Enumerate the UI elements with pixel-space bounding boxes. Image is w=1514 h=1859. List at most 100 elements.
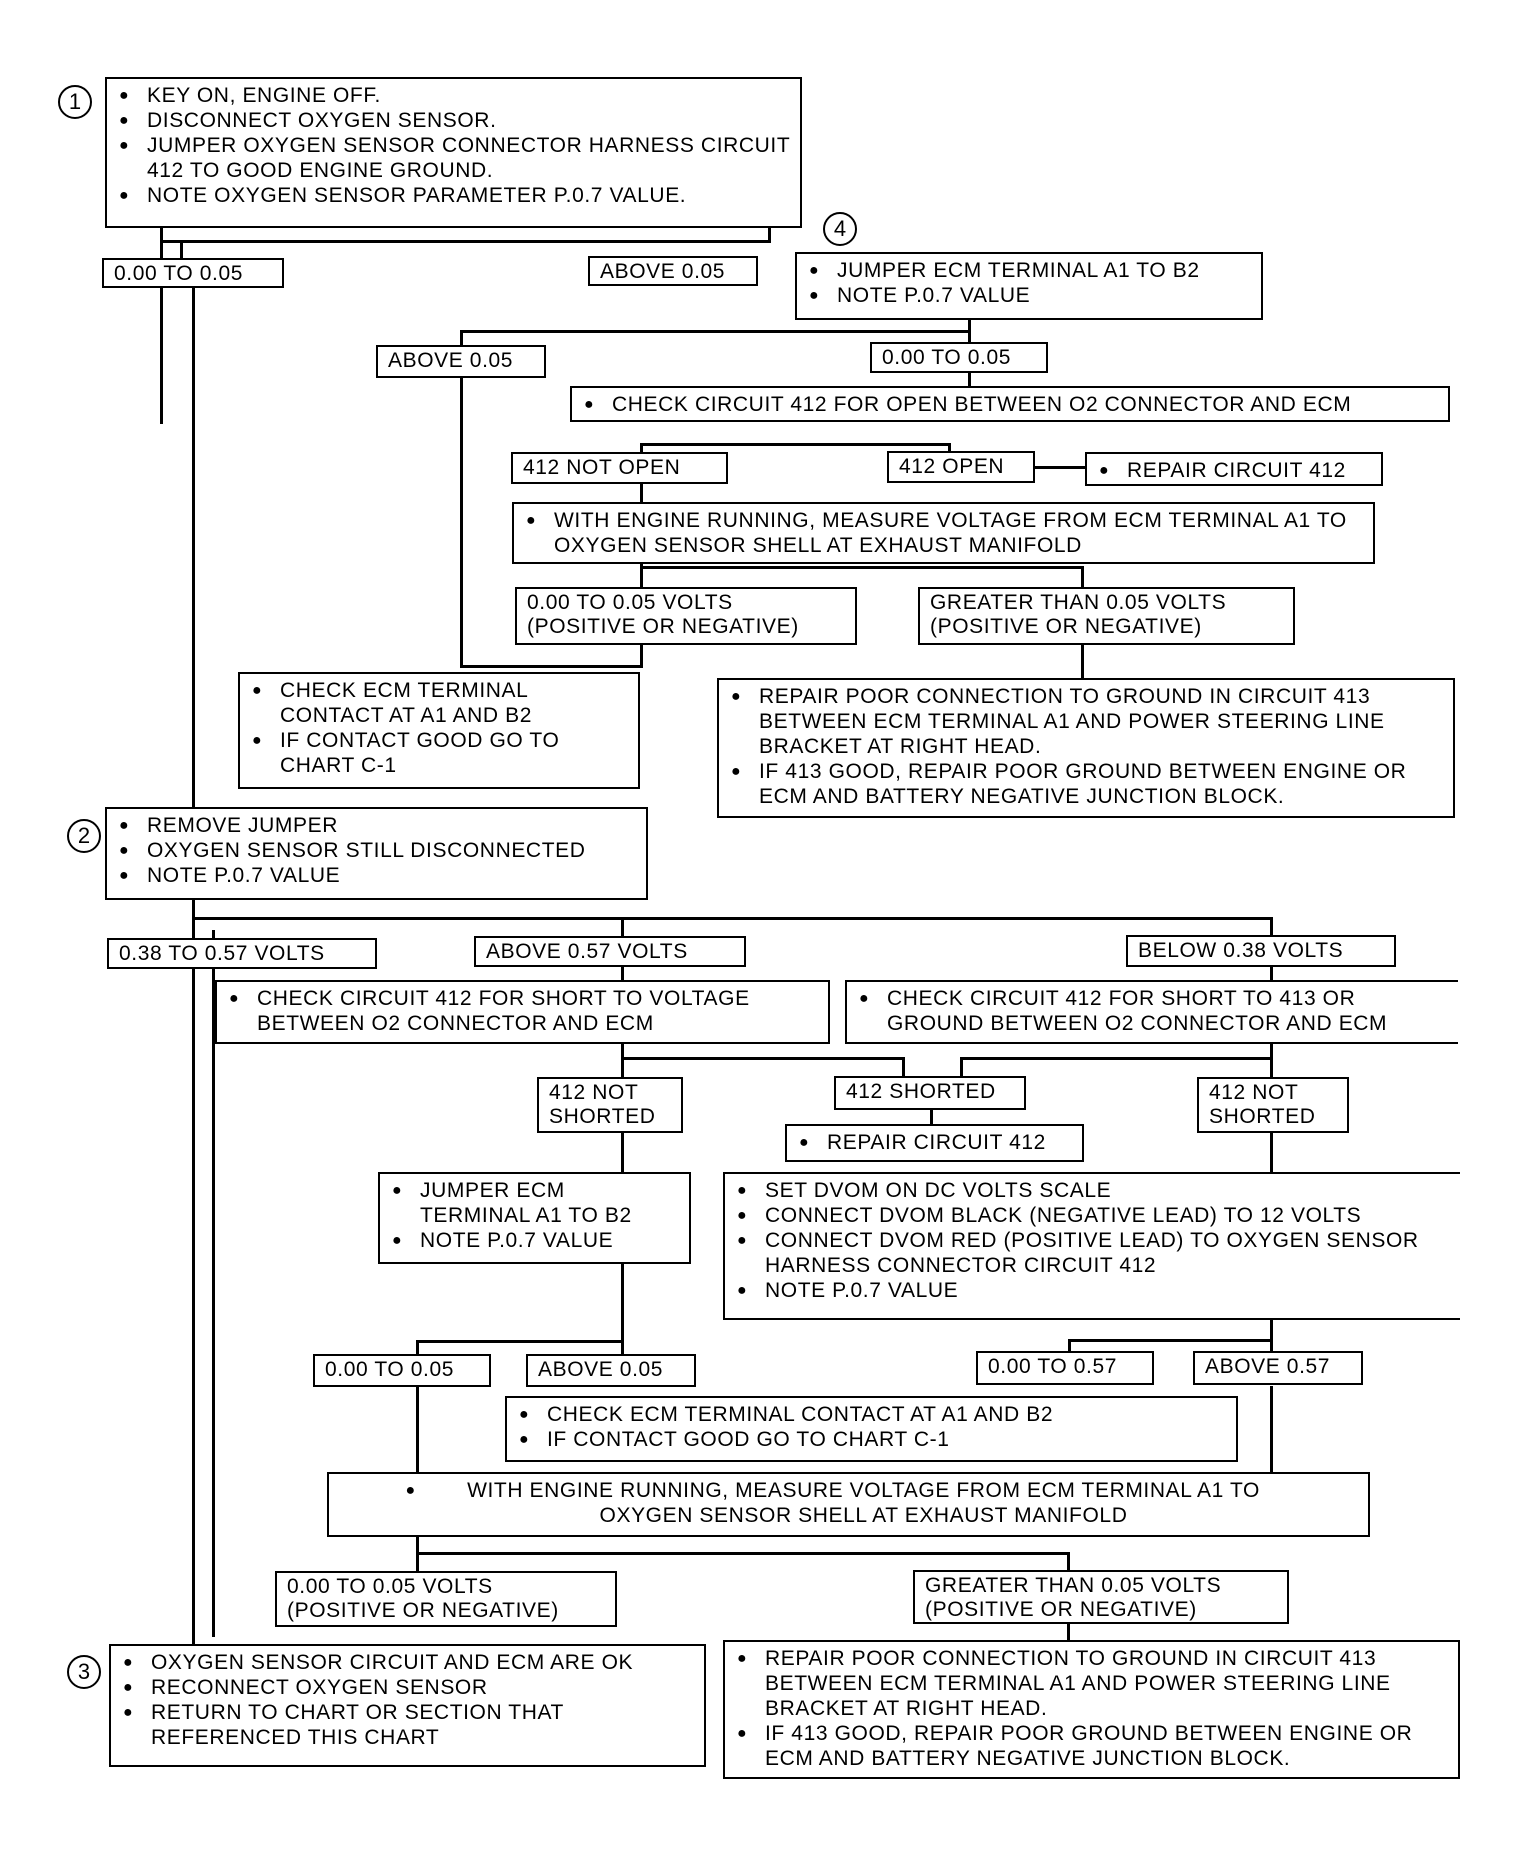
branch-label: GREATER THAN 0.05 VOLTS (POSITIVE OR NEG… bbox=[913, 1570, 1289, 1624]
connector-line bbox=[621, 1043, 624, 1077]
step-4-item: JUMPER ECM TERMINAL A1 TO B2 bbox=[807, 258, 1251, 283]
connector-line bbox=[1270, 917, 1273, 938]
branch-label: 0.00 TO 0.05 VOLTS (POSITIVE OR NEGATIVE… bbox=[515, 587, 857, 645]
connector-line bbox=[1270, 1386, 1273, 1472]
branch-label: ABOVE 0.05 bbox=[376, 345, 546, 378]
connector-line bbox=[180, 240, 183, 267]
dvom-item: NOTE P.0.7 VALUE bbox=[735, 1278, 1450, 1303]
branch-label: 0.00 TO 0.05 bbox=[102, 258, 284, 288]
connector-line bbox=[968, 373, 971, 388]
branch-label: ABOVE 0.57 VOLTS bbox=[474, 936, 746, 967]
connector-line bbox=[930, 1110, 933, 1124]
jumper-ecm-box: JUMPER ECM TERMINAL A1 TO B2 NOTE P.0.7 … bbox=[378, 1172, 691, 1264]
branch-label: BELOW 0.38 VOLTS bbox=[1126, 935, 1396, 967]
check-open-item: CHECK CIRCUIT 412 FOR OPEN BETWEEN O2 CO… bbox=[582, 392, 1438, 417]
engine-running-item: WITH ENGINE RUNNING, MEASURE VOLTAGE FRO… bbox=[524, 508, 1363, 558]
jumper-ecm-item: JUMPER ECM TERMINAL A1 TO B2 bbox=[390, 1178, 679, 1228]
connector-line bbox=[192, 917, 1273, 920]
connector-line bbox=[768, 228, 771, 243]
connector-line bbox=[621, 1264, 624, 1359]
dvom-item: CONNECT DVOM BLACK (NEGATIVE LEAD) TO 12… bbox=[735, 1203, 1450, 1228]
step-3-item: RECONNECT OXYGEN SENSOR bbox=[121, 1675, 694, 1700]
repair-ground-item: REPAIR POOR CONNECTION TO GROUND IN CIRC… bbox=[735, 1646, 1448, 1721]
connector-line bbox=[460, 665, 640, 668]
connector-line bbox=[640, 484, 643, 504]
branch-label: 0.00 TO 0.05 bbox=[870, 342, 1048, 373]
step-2-marker: 2 bbox=[67, 819, 101, 853]
step-1-item: KEY ON, ENGINE OFF. bbox=[117, 83, 790, 108]
dvom-item: CONNECT DVOM RED (POSITIVE LEAD) TO OXYG… bbox=[735, 1228, 1450, 1278]
step-1-box: KEY ON, ENGINE OFF. DISCONNECT OXYGEN SE… bbox=[105, 77, 802, 228]
branch-label: 0.00 TO 0.05 bbox=[313, 1354, 491, 1387]
step-1-marker: 1 bbox=[58, 85, 92, 119]
engine-running-box: WITH ENGINE RUNNING, MEASURE VOLTAGE FRO… bbox=[327, 1472, 1370, 1537]
repair-ground-box: REPAIR POOR CONNECTION TO GROUND IN CIRC… bbox=[717, 678, 1455, 818]
connector-line bbox=[621, 1057, 905, 1060]
check-ecm-item: IF CONTACT GOOD GO TO CHART C-1 bbox=[517, 1427, 1226, 1452]
connector-line bbox=[416, 1386, 419, 1472]
connector-line bbox=[416, 1552, 419, 1572]
connector-line bbox=[1270, 1043, 1273, 1077]
step-3-box: OXYGEN SENSOR CIRCUIT AND ECM ARE OK REC… bbox=[109, 1644, 706, 1767]
check-ecm-item: CHECK ECM TERMINAL CONTACT AT A1 AND B2 bbox=[517, 1402, 1226, 1427]
repair-ground-item: REPAIR POOR CONNECTION TO GROUND IN CIRC… bbox=[729, 684, 1443, 759]
connector-line bbox=[212, 930, 215, 940]
connector-line bbox=[460, 330, 463, 347]
connector-line bbox=[621, 917, 624, 938]
check-ecm-item: IF CONTACT GOOD GO TO CHART C-1 bbox=[250, 728, 628, 778]
repair-circuit-box: REPAIR CIRCUIT 412 bbox=[785, 1124, 1084, 1162]
repair-ground-box: REPAIR POOR CONNECTION TO GROUND IN CIRC… bbox=[723, 1640, 1460, 1779]
step-4-box: JUMPER ECM TERMINAL A1 TO B2 NOTE P.0.7 … bbox=[795, 252, 1263, 320]
check-ecm-box: CHECK ECM TERMINAL CONTACT AT A1 AND B2 … bbox=[238, 672, 640, 789]
step-2-box: REMOVE JUMPER OXYGEN SENSOR STILL DISCON… bbox=[105, 807, 648, 900]
step-4-item: NOTE P.0.7 VALUE bbox=[807, 283, 1251, 308]
connector-line bbox=[948, 443, 951, 454]
step-3-item: OXYGEN SENSOR CIRCUIT AND ECM ARE OK bbox=[121, 1650, 694, 1675]
connector-line bbox=[1068, 1339, 1071, 1359]
short-ground-box: CHECK CIRCUIT 412 FOR SHORT TO 413 OR GR… bbox=[845, 980, 1458, 1044]
connector-line bbox=[640, 566, 1084, 569]
connector-line bbox=[212, 967, 215, 1637]
short-voltage-item: CHECK CIRCUIT 412 FOR SHORT TO VOLTAGE B… bbox=[227, 986, 818, 1036]
repair-circuit-item: REPAIR CIRCUIT 412 bbox=[797, 1130, 1072, 1155]
connector-line bbox=[1068, 1339, 1273, 1342]
engine-running-box: WITH ENGINE RUNNING, MEASURE VOLTAGE FRO… bbox=[512, 502, 1375, 564]
connector-line bbox=[640, 443, 643, 454]
repair-ground-item: IF 413 GOOD, REPAIR POOR GROUND BETWEEN … bbox=[729, 759, 1443, 809]
connector-line bbox=[1081, 566, 1084, 589]
branch-label: GREATER THAN 0.05 VOLTS (POSITIVE OR NEG… bbox=[918, 587, 1295, 645]
connector-line bbox=[640, 443, 951, 446]
step-2-item: OXYGEN SENSOR STILL DISCONNECTED bbox=[117, 838, 636, 863]
connector-line bbox=[960, 1057, 1273, 1060]
step-4-marker: 4 bbox=[823, 212, 857, 246]
branch-label: 412 OPEN bbox=[887, 451, 1035, 483]
repair-circuit-box: REPAIR CIRCUIT 412 bbox=[1085, 452, 1383, 486]
connector-line bbox=[460, 330, 971, 333]
connector-line bbox=[160, 228, 163, 424]
connector-line bbox=[1081, 643, 1084, 680]
engine-running-item: WITH ENGINE RUNNING, MEASURE VOLTAGE FRO… bbox=[404, 1478, 1294, 1528]
step-1-item: NOTE OXYGEN SENSOR PARAMETER P.0.7 VALUE… bbox=[117, 183, 790, 208]
branch-label: ABOVE 0.05 bbox=[588, 256, 758, 286]
branch-label: 0.00 TO 0.05 VOLTS (POSITIVE OR NEGATIVE… bbox=[275, 1571, 617, 1627]
branch-label: 412 NOT OPEN bbox=[511, 452, 728, 484]
step-3-marker: 3 bbox=[67, 1655, 101, 1689]
connector-line bbox=[1035, 466, 1085, 469]
short-ground-item: CHECK CIRCUIT 412 FOR SHORT TO 413 OR GR… bbox=[857, 986, 1448, 1036]
repair-circuit-item: REPAIR CIRCUIT 412 bbox=[1097, 458, 1371, 483]
connector-line bbox=[621, 967, 624, 980]
branch-label: ABOVE 0.05 bbox=[526, 1354, 696, 1387]
connector-line bbox=[640, 643, 643, 668]
dvom-item: SET DVOM ON DC VOLTS SCALE bbox=[735, 1178, 1450, 1203]
connector-line bbox=[621, 1124, 624, 1172]
connector-line bbox=[640, 566, 643, 589]
repair-ground-item: IF 413 GOOD, REPAIR POOR GROUND BETWEEN … bbox=[735, 1721, 1448, 1771]
connector-line bbox=[416, 1552, 1070, 1555]
step-3-item: RETURN TO CHART OR SECTION THAT REFERENC… bbox=[121, 1700, 694, 1750]
branch-label: 412 NOT SHORTED bbox=[537, 1077, 683, 1133]
connector-line bbox=[1270, 967, 1273, 980]
check-open-box: CHECK CIRCUIT 412 FOR OPEN BETWEEN O2 CO… bbox=[570, 386, 1450, 422]
connector-line bbox=[416, 1340, 624, 1343]
step-2-item: NOTE P.0.7 VALUE bbox=[117, 863, 636, 888]
